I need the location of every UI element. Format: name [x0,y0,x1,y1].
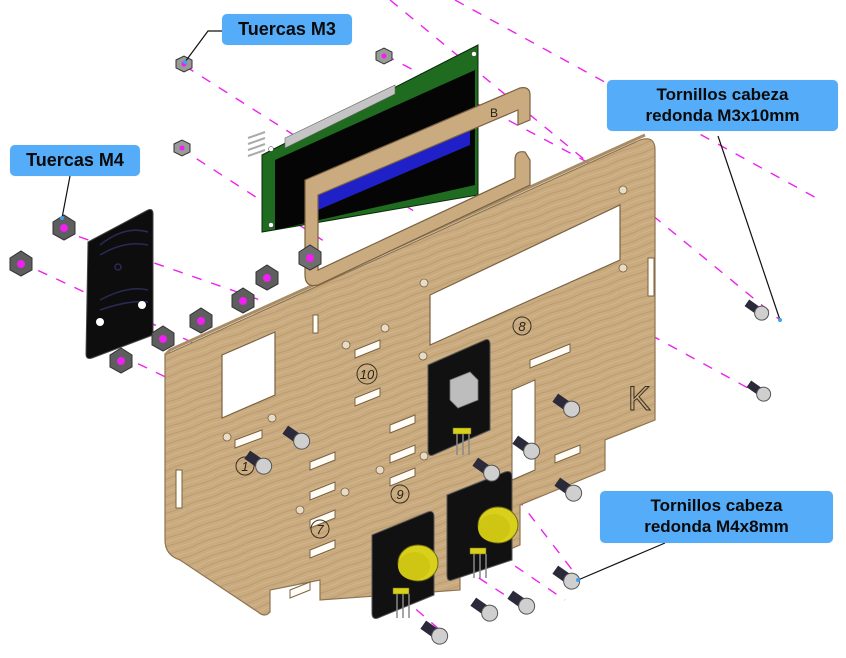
callout-nuts-m3: Tuercas M3 [222,14,352,45]
slot-number-1 [235,456,255,476]
nut-m3 [175,55,193,73]
callout-screws-m3x10: Tornillos cabeza redonda M3x10mm [607,80,838,131]
nut-m4 [9,250,33,277]
callout-line-1: Tornillos cabeza [650,496,783,515]
nut-m4 [52,214,76,241]
callout-screws-m4x8: Tornillos cabeza redonda M4x8mm [600,491,833,543]
nut-m4 [231,287,255,314]
callout-nuts-m4: Tuercas M4 [10,145,140,176]
screws [244,299,772,645]
nut-m4 [255,264,279,291]
screw-m3 [744,299,770,321]
slot-label-9: 9 [396,487,403,502]
screw-m4 [420,620,449,645]
center-cutout [511,379,536,481]
screw-m4 [552,565,581,590]
screw-m4 [472,457,501,482]
nut-m4 [109,347,133,374]
speaker-plate [85,209,154,359]
screw-m4 [512,435,541,460]
button-module-top [427,339,491,456]
screw-m4 [244,450,273,475]
callout-line-2: redonda M4x8mm [644,517,789,536]
slot-label-10: 10 [360,367,375,382]
nut-m4 [151,325,175,352]
button-module-right [446,471,519,581]
screw-m4 [552,393,581,418]
slot-number-8 [512,316,532,336]
lcd-frame-part-b: B [304,87,531,287]
slot-number-10 [356,363,378,385]
nut-m4 [189,307,213,334]
screw-m4 [470,597,499,622]
nut-m3 [173,139,191,157]
callout-line-1: Tornillos cabeza [656,85,789,104]
slot-label-7: 7 [316,522,324,537]
screw-m4 [282,425,311,450]
slot-number-9 [390,484,410,504]
frame-letter-b: B [490,106,498,120]
square-cutout [221,331,276,419]
nut-m3 [375,47,393,65]
slot-label-1: 1 [241,459,248,474]
callout-line-2: redonda M3x10mm [645,106,800,125]
lcd-window-cutout [429,204,621,346]
board-letter-k: K [628,380,651,418]
button-module-left [371,511,439,619]
nut-m3 [298,244,322,271]
slot-number-7 [310,519,330,539]
screw-m3 [746,380,772,402]
slot-label-8: 8 [518,319,526,334]
screw-m4 [507,590,536,615]
nuts [9,47,393,374]
callout-leader-lines [61,30,781,581]
screw-m4 [554,477,583,502]
